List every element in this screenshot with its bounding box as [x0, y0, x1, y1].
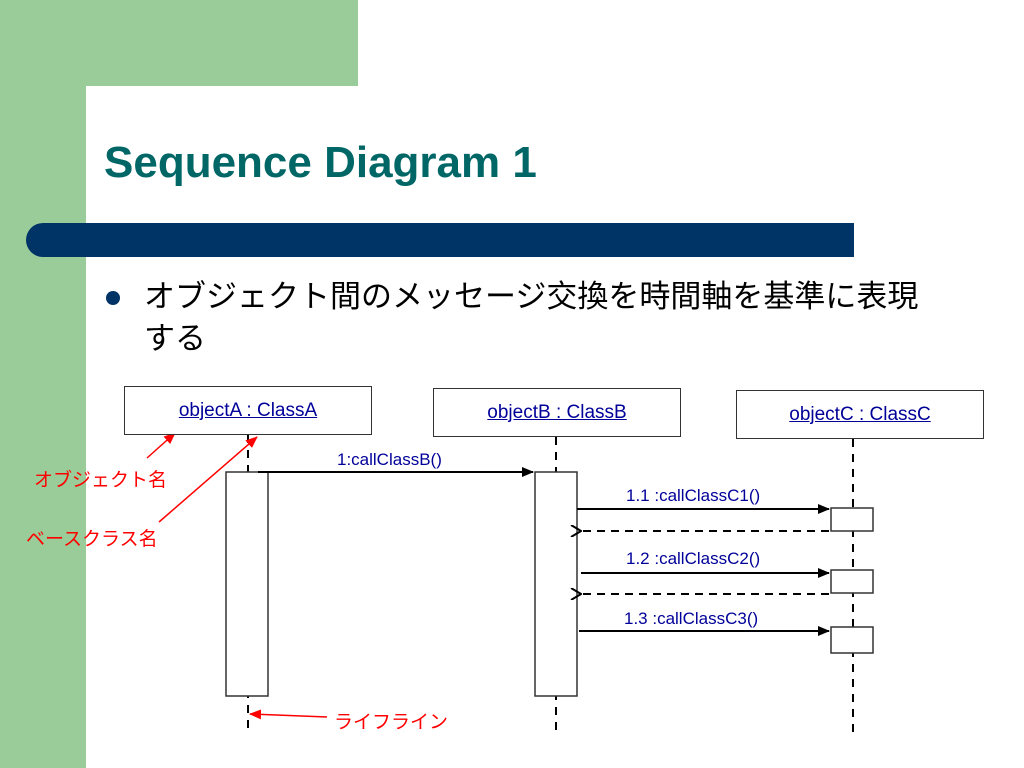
message-label-1-3: 1.3 :callClassC3(): [624, 609, 759, 628]
activation-c3: [830, 626, 874, 654]
slide-title: Sequence Diagram 1: [104, 138, 537, 187]
message-label-1-1: 1.1 :callClassC1(): [626, 486, 761, 505]
sidebar-band: [0, 0, 86, 768]
activation-b: [534, 471, 578, 697]
activation-c2: [830, 569, 874, 594]
annotation-lifeline: ライフライン: [334, 711, 449, 733]
annotation-arrow-lifeline: [249, 709, 328, 720]
message-label-1-2: 1.2 :callClassC2(): [626, 549, 761, 568]
annotation-object-name: オブジェクト名: [34, 469, 168, 491]
object-label-a: objectA : ClassA: [178, 399, 318, 421]
annotation-arrow-object-name: [146, 432, 176, 459]
title-underline-bar: [26, 223, 854, 257]
object-box-c: objectC : ClassC: [736, 390, 984, 439]
annotation-arrow-base-class: [158, 436, 258, 523]
top-band: [86, 0, 358, 86]
bullet-text: オブジェクト間のメッセージ交換を時間軸を基準に表現する: [144, 279, 919, 357]
activation-c1: [830, 507, 874, 532]
rounded-corner: [86, 86, 166, 166]
object-label-b: objectB : ClassB: [487, 401, 627, 423]
object-box-a: objectA : ClassA: [124, 386, 372, 435]
object-label-c: objectC : ClassC: [789, 403, 931, 425]
bullet-icon: [106, 291, 120, 305]
annotation-base-class-name: ベースクラス名: [26, 528, 158, 550]
activation-a: [225, 471, 269, 697]
message-label-1: 1:callClassB(): [337, 450, 442, 469]
object-box-b: objectB : ClassB: [433, 388, 681, 437]
